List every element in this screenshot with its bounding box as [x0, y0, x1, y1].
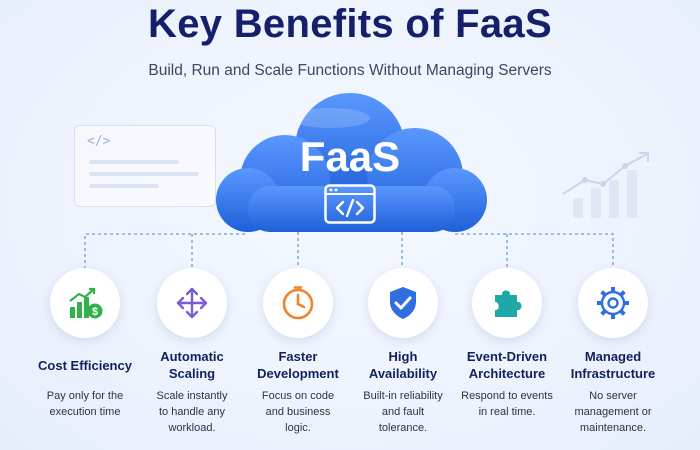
cloud-label: FaaS	[299, 133, 401, 180]
benefit-description: No server management or maintenance.	[574, 390, 652, 434]
benefit-event-driven-architecture: Event-Driven Architecture Respond to eve…	[448, 268, 566, 420]
faas-cloud	[216, 93, 487, 232]
benefit-title: Cost Efficiency	[38, 357, 132, 373]
code-window-icon	[324, 184, 376, 224]
puzzle-icon	[472, 268, 542, 338]
benefit-description: Scale instantly to handle any workload.	[156, 390, 228, 434]
benefit-title: High Availability	[368, 349, 438, 381]
page-subtitle: Build, Run and Scale Functions Without M…	[148, 62, 552, 79]
benefit-title: Event-Driven Architecture	[466, 349, 548, 381]
growth-dollar-icon: $	[50, 268, 120, 338]
benefit-high-availability: High Availability Built-in reliability a…	[344, 268, 462, 436]
clock-icon	[263, 268, 333, 338]
decorative-code-panel: </>	[74, 125, 216, 207]
benefit-description: Focus on code and business logic.	[261, 390, 335, 434]
benefit-description: Respond to events in real time.	[461, 390, 553, 418]
benefit-title: Automatic Scaling	[160, 349, 224, 381]
decorative-growth-chart-icon	[562, 152, 649, 218]
benefit-faster-development: Faster Development Focus on code and bus…	[239, 268, 357, 436]
page-title: Key Benefits of FaaS	[148, 2, 552, 46]
benefit-title: Managed Infrastructure	[570, 349, 656, 381]
code-tag-icon: </>	[87, 134, 111, 149]
benefit-description: Pay only for the execution time	[46, 390, 124, 418]
benefit-managed-infrastructure: Managed Infrastructure No server managem…	[554, 268, 672, 436]
expand-arrows-icon	[157, 268, 227, 338]
gear-icon	[578, 268, 648, 338]
benefit-automatic-scaling: Automatic Scaling Scale instantly to han…	[133, 268, 251, 436]
benefit-description: Built-in reliability and fault tolerance…	[363, 390, 443, 434]
shield-check-icon	[368, 268, 438, 338]
benefit-title: Faster Development	[257, 349, 339, 381]
svg-text:$: $	[92, 306, 98, 318]
benefit-cost-efficiency: $ Cost Efficiency Pay only for the execu…	[26, 268, 144, 420]
